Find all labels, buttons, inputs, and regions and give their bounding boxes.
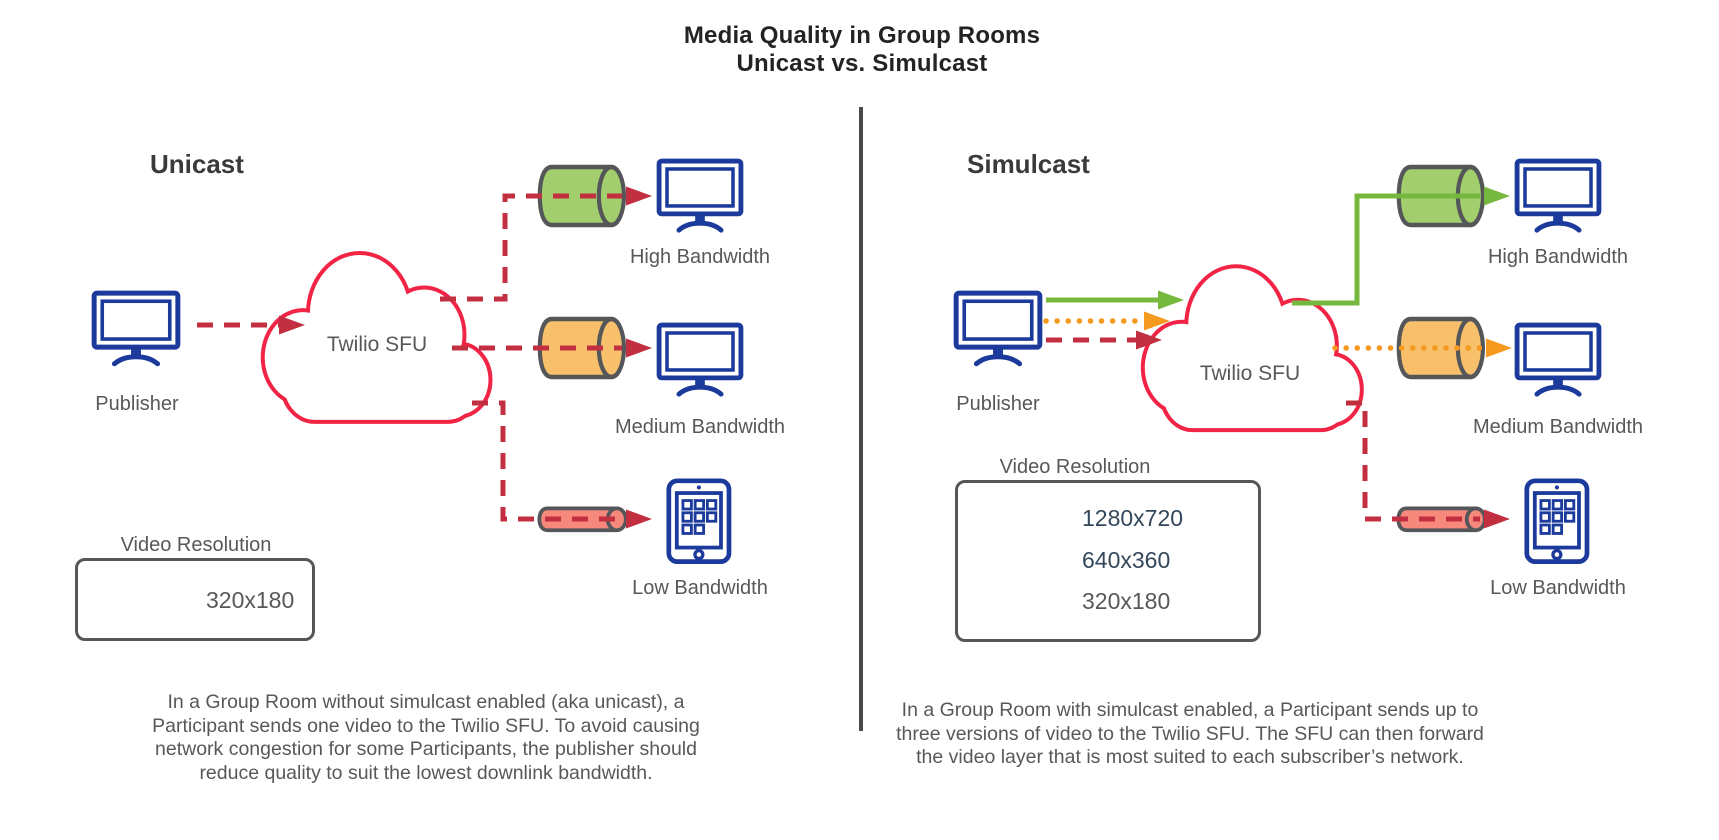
panel-divider: [859, 107, 863, 731]
unicast-caption: In a Group Room without simulcast enable…: [112, 691, 740, 785]
simulcast-publisher-label: Publisher: [956, 393, 1040, 415]
simulcast-legend-value-320x180: 320x180: [1082, 588, 1171, 614]
simulcast-low-bandwidth-label: Low Bandwidth: [1490, 577, 1626, 599]
unicast-flow-arrows: [197, 186, 652, 529]
simulcast-medium-monitor-icon: [1517, 325, 1599, 394]
simulcast-legend-title: Video Resolution: [999, 456, 1151, 478]
unicast-medium-pipe-icon: [540, 319, 624, 377]
simulcast-caption: In a Group Room with simulcast enabled, …: [872, 699, 1508, 770]
unicast-high-bandwidth-label: High Bandwidth: [629, 246, 771, 268]
unicast-low-tablet-icon: [669, 481, 729, 562]
unicast-low-bandwidth-label: Low Bandwidth: [632, 577, 768, 599]
simulcast-flow-arrows: [1292, 186, 1512, 529]
unicast-publisher-label: Publisher: [95, 393, 179, 415]
simulcast-legend-value-1280x720: 1280x720: [1082, 505, 1184, 531]
simulcast-low-pipe-icon: [1396, 506, 1487, 533]
diagram-title: Media Quality in Group Rooms Unicast vs.…: [512, 22, 1212, 78]
simulcast-caption-line-1: In a Group Room with simulcast enabled, …: [901, 699, 1479, 721]
simulcast-caption-line-2: three versions of video to the Twilio SF…: [896, 722, 1484, 745]
unicast-caption-line-4: reduce quality to suit the lowest downli…: [199, 761, 653, 784]
simulcast-legend-value-640x360: 640x360: [1082, 547, 1171, 573]
unicast-caption-line-3: network congestion for some Participants…: [155, 738, 697, 760]
unicast-medium-bandwidth-label: Medium Bandwidth: [614, 416, 786, 438]
unicast-heading: Unicast: [150, 149, 244, 179]
unicast-caption-line-2: Participant sends one video to the Twili…: [152, 714, 700, 737]
unicast-cloud-label: Twilio SFU: [326, 333, 428, 356]
simulcast-caption-line-3: the video layer that is most suited to e…: [916, 746, 1464, 768]
unicast-medium-monitor-icon: [659, 325, 741, 394]
unicast-legend-title: Video Resolution: [120, 534, 272, 556]
title-line-1: Media Quality in Group Rooms: [683, 22, 1041, 49]
unicast-high-monitor-icon: [659, 161, 741, 230]
simulcast-sfu-cloud-icon: [1145, 268, 1360, 428]
simulcast-heading: Simulcast: [967, 149, 1090, 179]
simulcast-low-tablet-icon: [1527, 481, 1587, 562]
unicast-publisher-monitor-icon: [94, 293, 178, 364]
title-line-2: Unicast vs. Simulcast: [736, 50, 988, 77]
unicast-legend-box: [75, 558, 315, 641]
simulcast-publisher-arrows: [1043, 290, 1184, 350]
simulcast-cloud-label: Twilio SFU: [1199, 362, 1301, 385]
unicast-legend-value-320x180: 320x180: [206, 587, 295, 613]
simulcast-medium-bandwidth-label: Medium Bandwidth: [1472, 416, 1644, 438]
simulcast-high-monitor-icon: [1517, 161, 1599, 230]
simulcast-publisher-monitor-icon: [956, 293, 1040, 364]
simulcast-legend-box: [955, 480, 1261, 642]
simulcast-high-bandwidth-label: High Bandwidth: [1487, 246, 1629, 268]
unicast-caption-line-1: In a Group Room without simulcast enable…: [167, 691, 685, 713]
